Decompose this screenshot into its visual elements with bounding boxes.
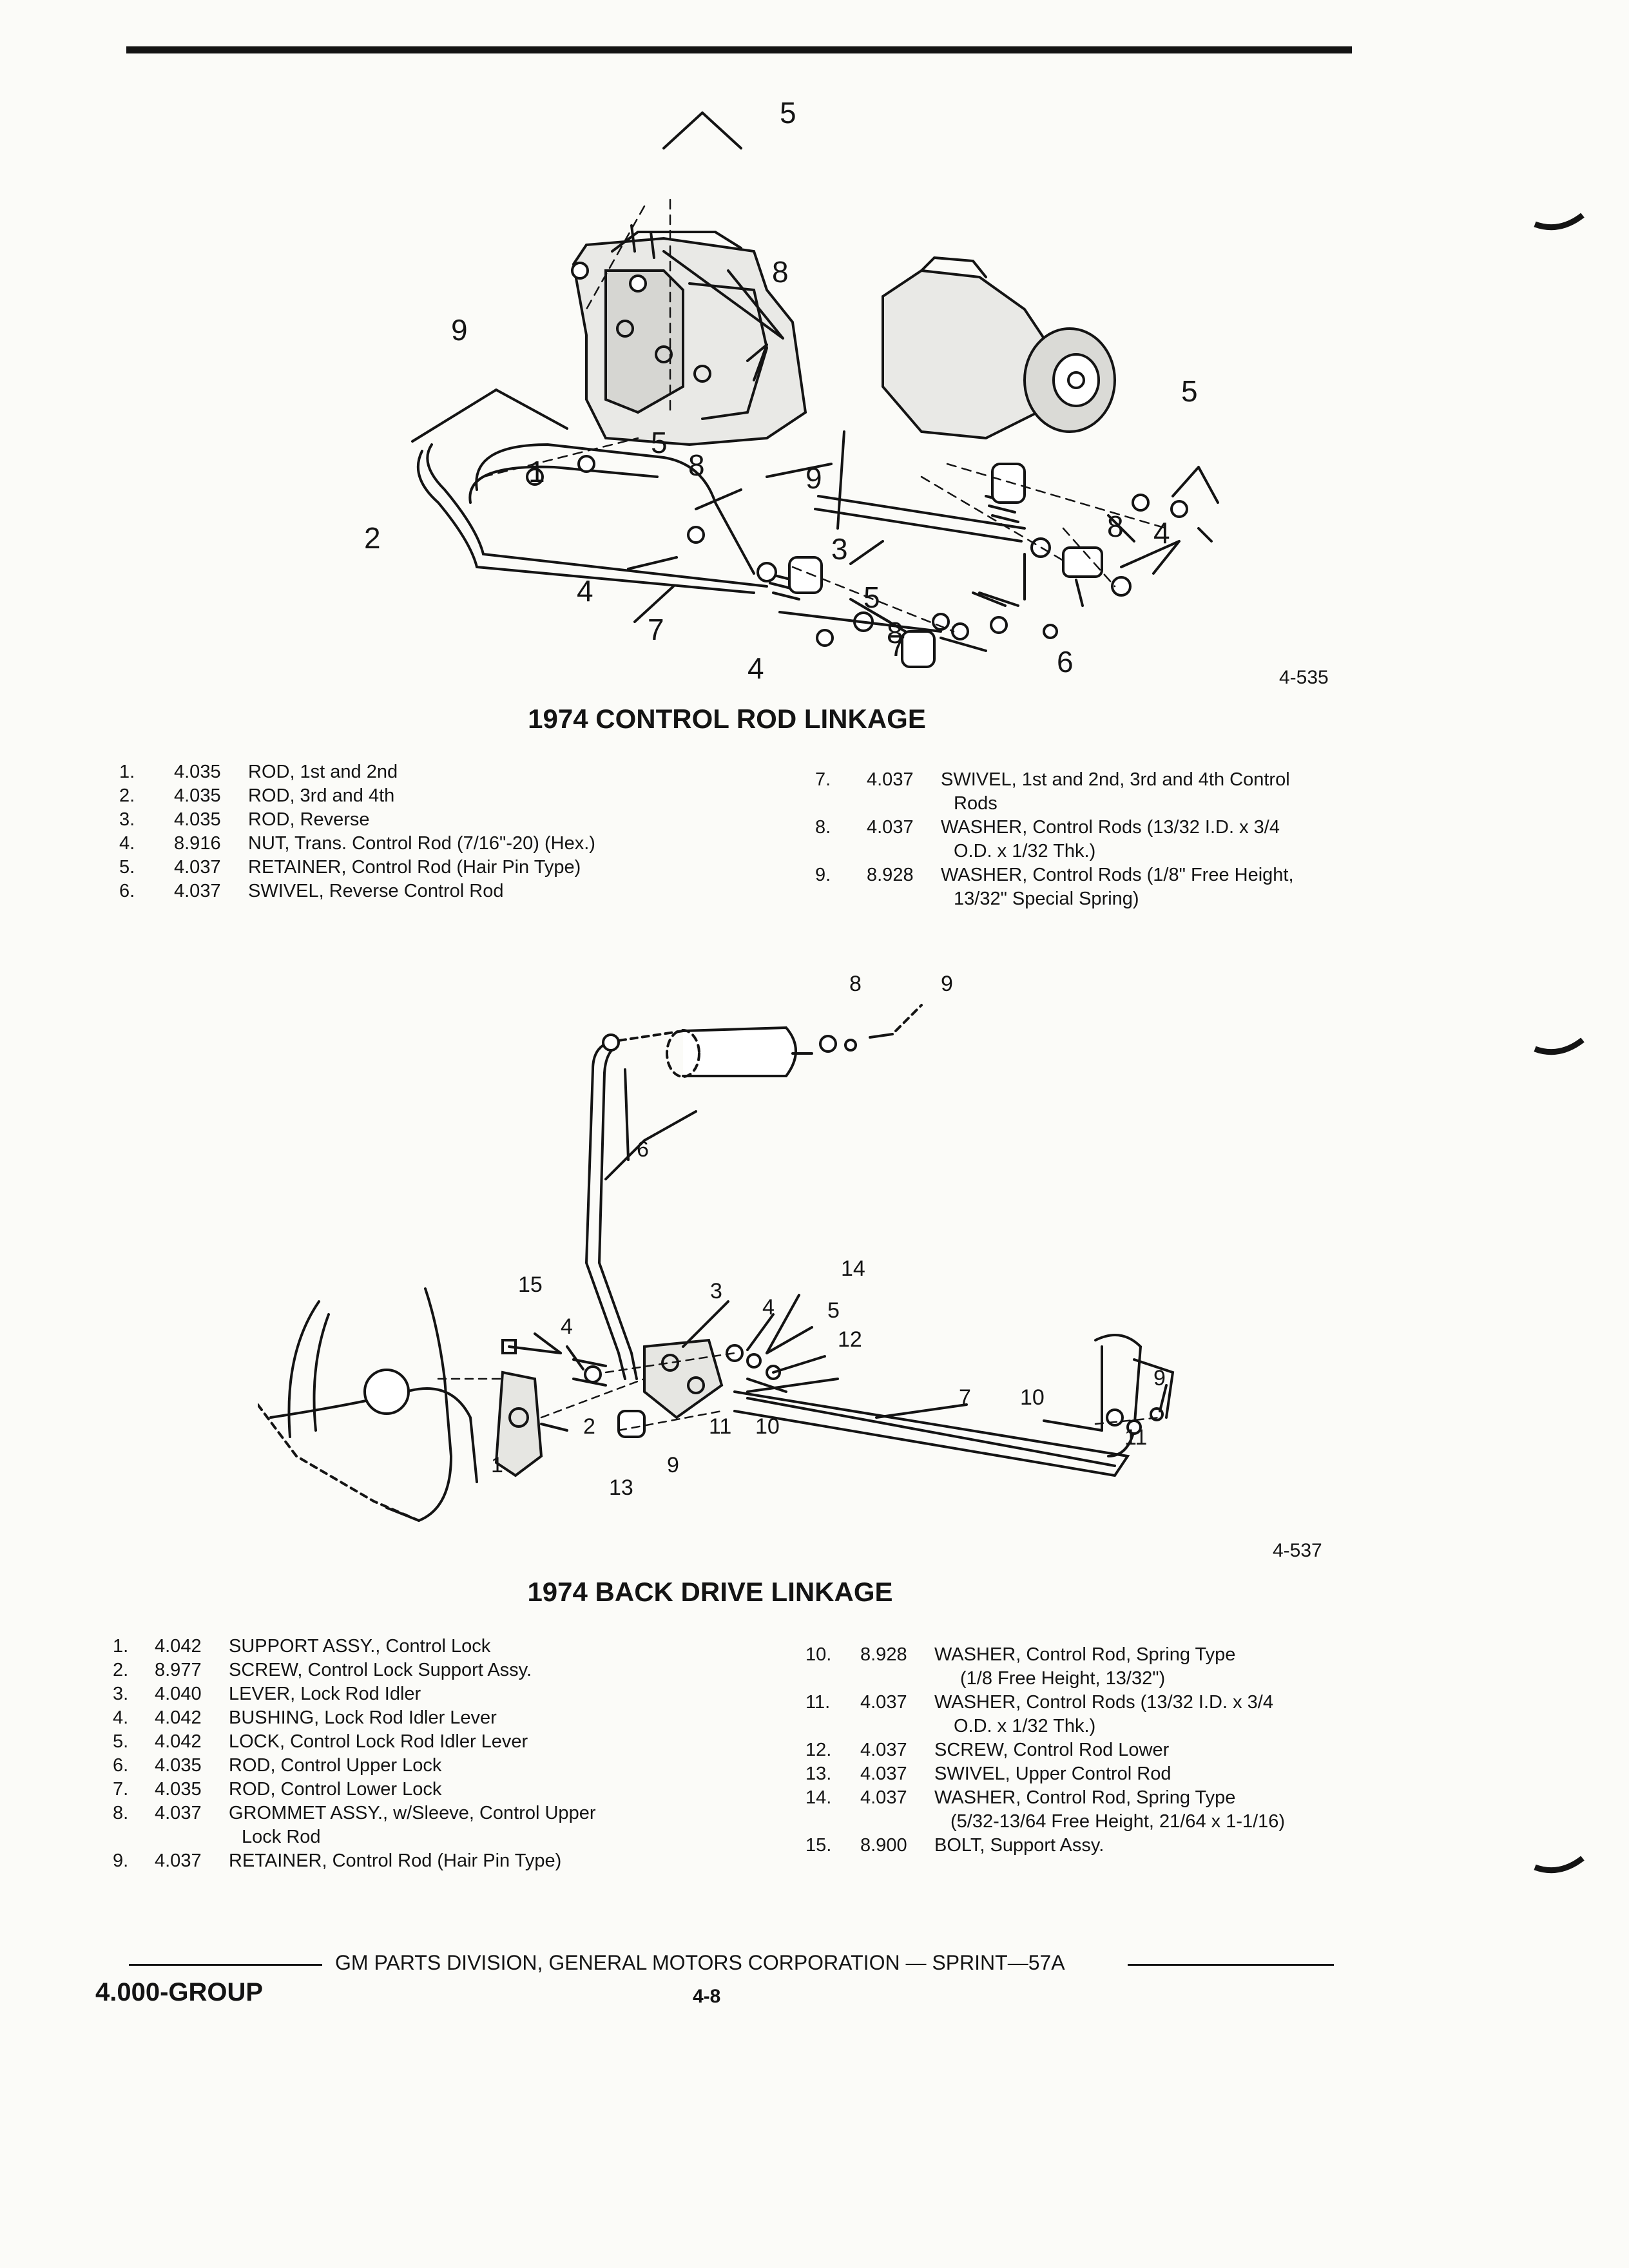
callout-number: 2: [583, 1414, 595, 1439]
callout-number: 4: [762, 1295, 775, 1320]
callout-number: 4: [561, 1314, 573, 1339]
callout-number: 5: [827, 1298, 840, 1323]
callout-number: 2: [364, 521, 381, 555]
callout-number: 3: [831, 532, 848, 566]
callout-number: 5: [651, 426, 668, 459]
callout-number: 15: [518, 1273, 543, 1297]
callout-number: 11: [709, 1414, 732, 1439]
callout-number: 6: [1057, 645, 1074, 678]
callout-number: 5: [863, 581, 880, 614]
legend-item-continuation: 13/32" Special Spring): [954, 889, 1139, 909]
callout-number: 1: [528, 455, 545, 488]
callout-number: 9: [805, 461, 822, 495]
footer-rule: [129, 1964, 322, 1966]
callout-number: 7: [648, 613, 664, 646]
callout-number: 3: [710, 1279, 722, 1303]
binder-mark-icon: [1534, 1037, 1585, 1055]
callout-number: 8: [1107, 510, 1124, 543]
binder-mark-icon: [1534, 1856, 1585, 1874]
callout-number: 4: [577, 574, 593, 608]
callout-number: 5: [780, 96, 796, 130]
callout-number: 7: [959, 1385, 971, 1410]
figure-title: 1974 CONTROL ROD LINKAGE: [528, 704, 926, 734]
callout-number: 12: [838, 1327, 862, 1352]
callout-number: 8: [887, 616, 903, 649]
callout-number: 5: [1181, 374, 1198, 408]
legend-item-continuation: O.D. x 1/32 Thk.): [954, 841, 1096, 861]
back-drive-linkage-diagram: [258, 1004, 1175, 1523]
legend-item-continuation: O.D. x 1/32 Thk.): [954, 1716, 1096, 1736]
footer-text: GM PARTS DIVISION, GENERAL MOTORS CORPOR…: [335, 1951, 1065, 1974]
callout-number: 1: [491, 1453, 503, 1477]
figure-code: 4-535: [1279, 667, 1329, 688]
page-number: 4-8: [693, 1986, 721, 2007]
callout-number: 13: [609, 1475, 633, 1500]
callout-number: 4: [747, 651, 764, 685]
group-label: 4.000-GROUP: [95, 1978, 264, 2006]
callout-number: 10: [1020, 1385, 1045, 1410]
binder-mark-icon: [1534, 213, 1585, 231]
legend-item-continuation: (1/8 Free Height, 13/32"): [960, 1668, 1166, 1689]
callout-number: 14: [841, 1256, 865, 1281]
top-rule: [126, 46, 1352, 53]
control-rod-linkage-diagram: [411, 111, 1219, 668]
footer-rule: [1128, 1964, 1334, 1966]
figure-title: 1974 BACK DRIVE LINKAGE: [527, 1577, 893, 1607]
callout-number: 10: [755, 1414, 780, 1439]
callout-number: 6: [637, 1137, 649, 1162]
callout-number: 9: [667, 1453, 679, 1477]
callout-number: 8: [849, 972, 862, 996]
callout-number: 9: [451, 313, 468, 347]
legend-item-continuation: (5/32-13/64 Free Height, 21/64 x 1-1/16): [950, 1811, 1286, 1832]
callout-number: 8: [688, 448, 705, 482]
callout-number: 9: [941, 972, 953, 996]
callout-number: 9: [1153, 1366, 1166, 1390]
callout-number: 8: [772, 255, 789, 289]
figure-code: 4-537: [1273, 1540, 1322, 1561]
legend-item-continuation: Lock Rod: [242, 1827, 321, 1847]
callout-number: 11: [1124, 1425, 1148, 1450]
callout-number: 4: [1153, 516, 1170, 550]
callout-number: 7: [889, 629, 906, 662]
legend-item-continuation: Rods: [954, 793, 998, 814]
